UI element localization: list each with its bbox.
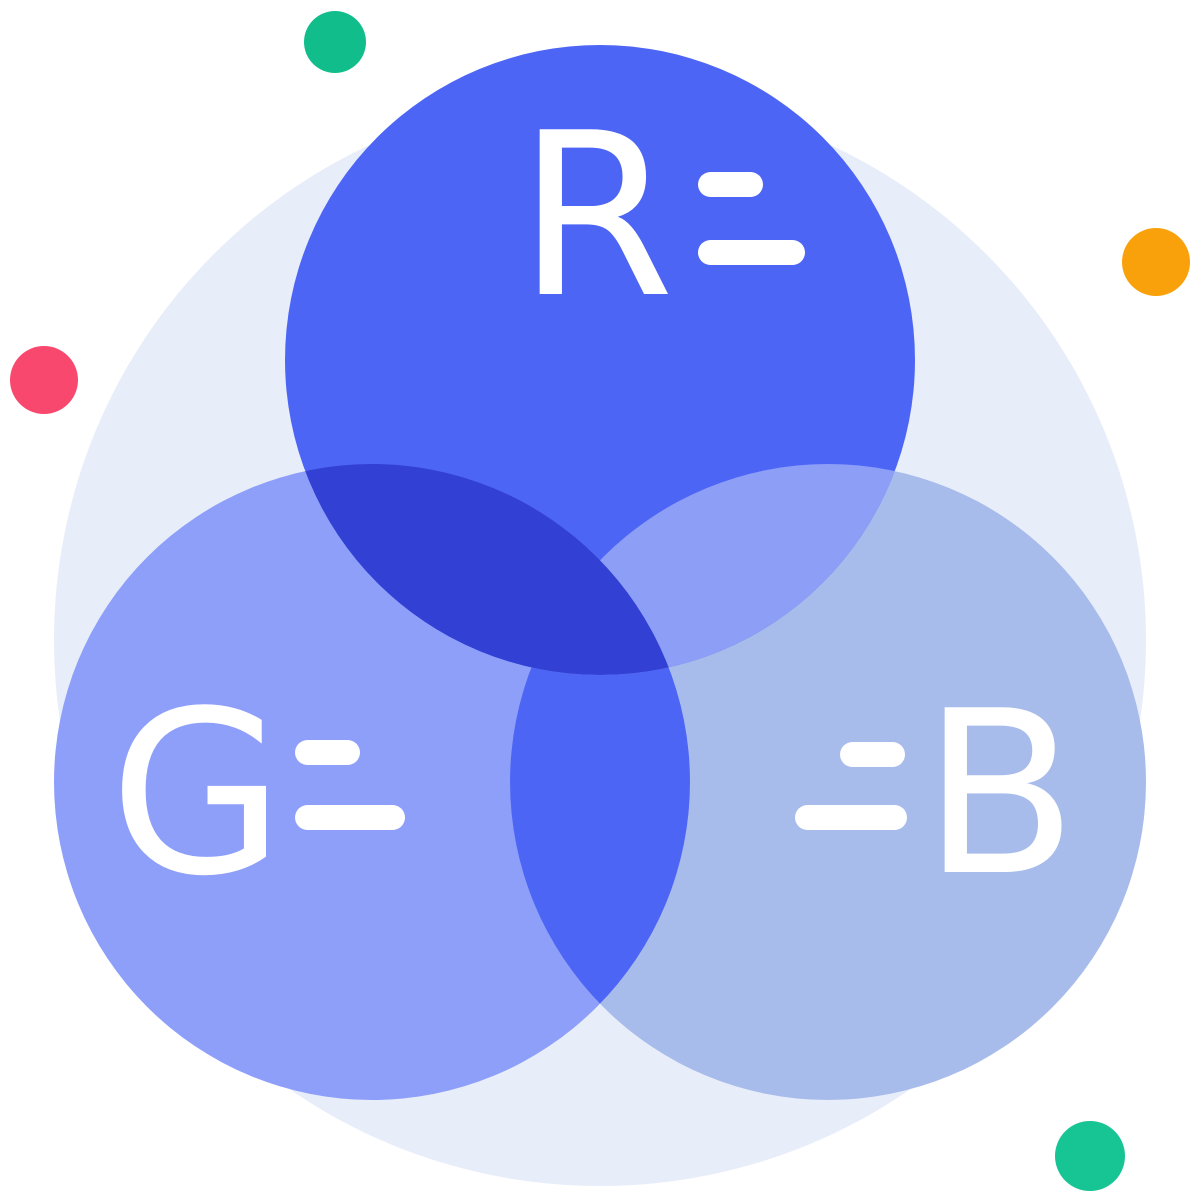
red-blue-overlap-region (510, 464, 915, 675)
blue-dash-long (795, 805, 907, 830)
green-dash-long (295, 805, 405, 830)
blue-channel-label: B (922, 663, 1077, 926)
red-green-overlap-region (285, 464, 690, 675)
blue-dash-short (840, 742, 905, 767)
accent-dot-orange-right (1122, 228, 1190, 296)
accent-dot-red-left (10, 346, 78, 414)
green-dash-short (295, 740, 360, 765)
red-dash-short (698, 172, 763, 197)
green-channel-label: G (109, 663, 284, 926)
red-dash-long (698, 240, 805, 265)
accent-dot-green-bottom-right (1055, 1121, 1125, 1191)
red-channel-label: R (517, 85, 674, 348)
accent-dot-green-top-left (304, 11, 366, 73)
